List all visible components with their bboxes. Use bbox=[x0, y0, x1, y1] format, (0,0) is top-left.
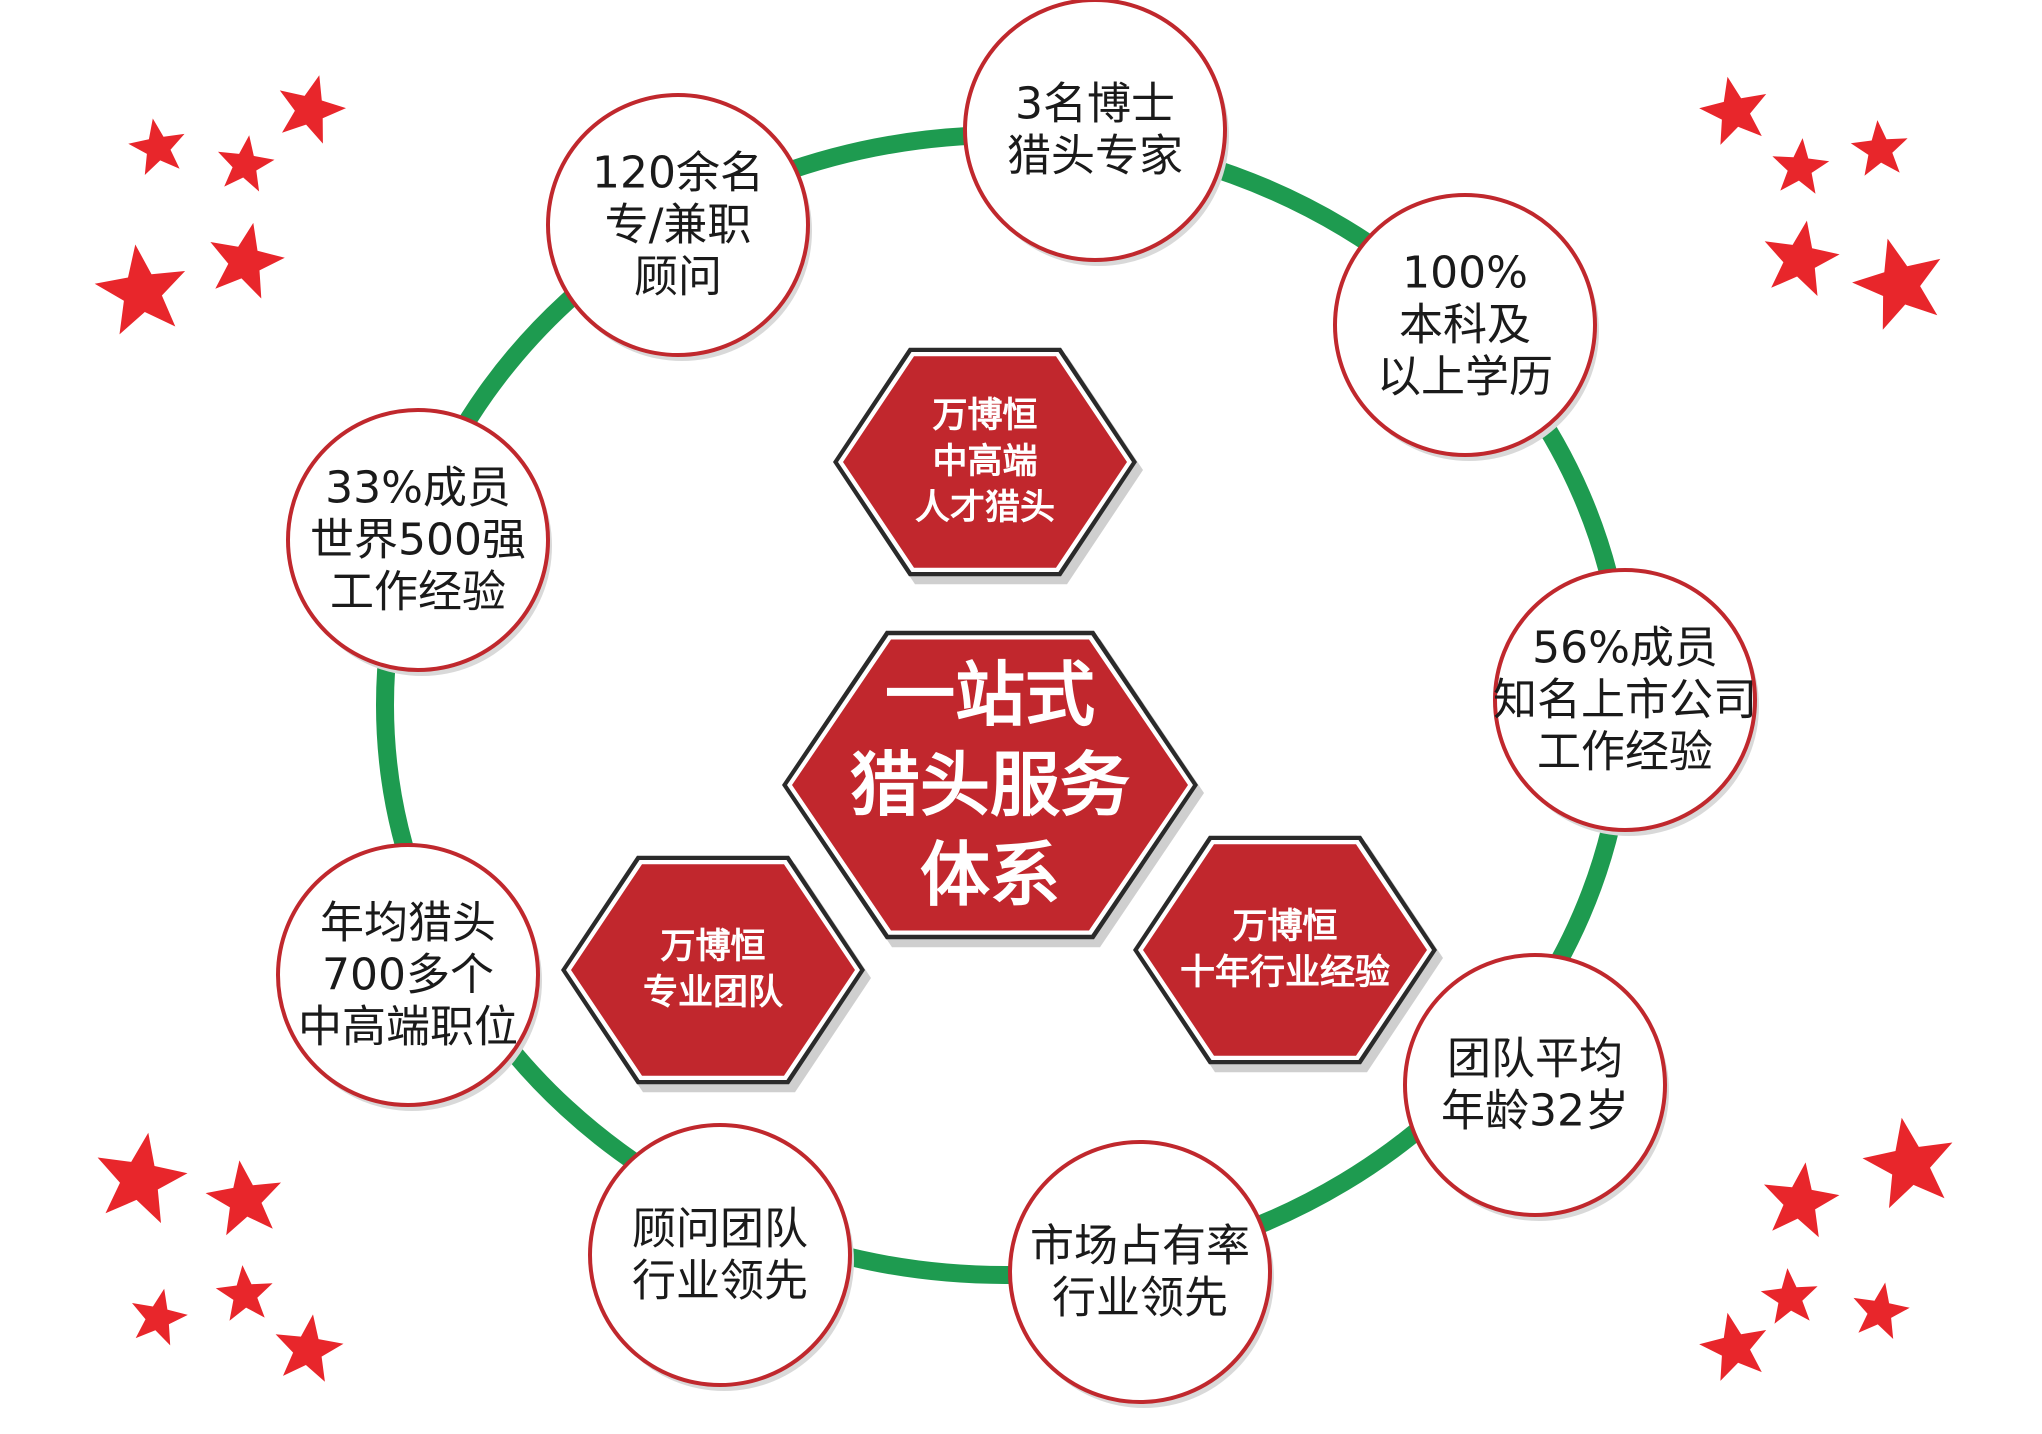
feature-circle-2-text-line-1: 100% bbox=[1402, 248, 1528, 299]
feature-circle-5-outline bbox=[1008, 1140, 1272, 1404]
feature-circle-8-text-line-2: 世界500强 bbox=[310, 515, 526, 566]
feature-circle-5-text-line-1: 市场占有率 bbox=[1030, 1221, 1250, 1272]
feature-circle-8-outline bbox=[286, 408, 550, 672]
center-hexagon-fill bbox=[792, 639, 1188, 931]
red-star-icon bbox=[1852, 238, 1941, 330]
feature-circle-6-text-line-2: 行业领先 bbox=[632, 1256, 808, 1307]
feature-circle-3-outline bbox=[1493, 568, 1757, 832]
center-hexagon-text-line-3: 体系 bbox=[920, 834, 1060, 916]
feature-circle-7-text-line-2: 700多个 bbox=[322, 950, 494, 1001]
hexagon-1-fill bbox=[843, 356, 1127, 568]
red-star-icon bbox=[1764, 220, 1840, 296]
red-star-icon bbox=[1853, 1282, 1910, 1339]
hexagon-2-fill bbox=[571, 864, 855, 1076]
hexagon-1-text-line-3: 人才猎头 bbox=[915, 488, 1055, 528]
red-star-icon bbox=[94, 244, 186, 335]
feature-circle-9-text-line-3: 顾问 bbox=[634, 252, 722, 303]
hexagon-1-text-line-2: 中高端 bbox=[932, 442, 1037, 482]
red-star-icon bbox=[1772, 138, 1830, 194]
feature-circle-2-text-line-2: 本科及 bbox=[1399, 300, 1531, 351]
red-star-icon bbox=[1862, 1117, 1953, 1209]
feature-circle-6-outline bbox=[588, 1123, 852, 1387]
red-star-icon bbox=[128, 118, 185, 175]
star-decorations bbox=[94, 75, 1953, 1382]
center-hexagon-text-line-2: 猎头服务 bbox=[850, 744, 1130, 826]
feature-circle-2-text-line-3: 以上学历 bbox=[1377, 352, 1553, 403]
feature-circle-1-outline bbox=[963, 0, 1227, 262]
feature-circle-8-text-line-3: 工作经验 bbox=[330, 567, 506, 618]
red-star-icon bbox=[215, 1265, 273, 1321]
red-star-icon bbox=[205, 1160, 281, 1236]
red-star-icon bbox=[1760, 1268, 1818, 1324]
feature-circle-7-outline bbox=[276, 843, 540, 1107]
feature-circle-2-outline bbox=[1333, 193, 1597, 457]
hexagon-2-text-line-1: 万博恒 bbox=[660, 927, 765, 967]
feature-circle-9-text-line-2: 专/兼职 bbox=[605, 200, 752, 251]
feature-circle-4-text-line-1: 团队平均 bbox=[1447, 1034, 1623, 1085]
red-star-icon bbox=[1699, 1312, 1767, 1381]
feature-circle-3-text-line-1: 56%成员 bbox=[1532, 623, 1718, 674]
feature-circle-7-text-line-1: 年均猎头 bbox=[320, 898, 496, 949]
feature-circle-8-text-line-1: 33%成员 bbox=[325, 463, 511, 514]
center-hexagon-text-line-1: 一站式 bbox=[885, 654, 1095, 736]
red-star-icon bbox=[132, 1288, 188, 1346]
red-star-icon bbox=[1699, 76, 1767, 145]
red-star-icon bbox=[218, 135, 275, 192]
hexagon-3-fill bbox=[1143, 844, 1427, 1056]
red-star-icon bbox=[1850, 120, 1908, 176]
feature-circle-9-outline bbox=[546, 93, 810, 357]
feature-circle-4-text-line-2: 年龄32岁 bbox=[1441, 1086, 1629, 1137]
hexagon-2-text-line-2: 专业团队 bbox=[643, 973, 784, 1013]
red-star-icon bbox=[210, 222, 285, 299]
feature-circle-1-text-line-2: 猎头专家 bbox=[1007, 131, 1183, 182]
feature-circle-5-text-line-2: 行业领先 bbox=[1052, 1273, 1228, 1324]
hexagon-3-text-line-2: 十年行业经验 bbox=[1180, 953, 1390, 993]
red-star-icon bbox=[275, 1314, 344, 1382]
red-star-icon bbox=[279, 75, 346, 144]
feature-circle-4-outline bbox=[1403, 953, 1667, 1217]
hexagon-3-text-line-1: 万博恒 bbox=[1232, 907, 1337, 947]
feature-circle-9-text-line-1: 120余名 bbox=[592, 148, 764, 199]
red-star-icon bbox=[1764, 1162, 1840, 1238]
feature-circles: 3名博士猎头专家100%本科及以上学历56%成员知名上市公司工作经验团队平均年龄… bbox=[276, 0, 1759, 1408]
red-star-icon bbox=[97, 1132, 188, 1224]
feature-circle-3-text-line-3: 工作经验 bbox=[1537, 727, 1713, 778]
hexagon-1-text-line-1: 万博恒 bbox=[932, 396, 1037, 436]
feature-circle-7-text-line-3: 中高端职位 bbox=[298, 1002, 518, 1053]
feature-circle-3-text-line-2: 知名上市公司 bbox=[1493, 675, 1757, 726]
feature-circle-6-text-line-1: 顾问团队 bbox=[632, 1204, 808, 1255]
feature-circle-1-text-line-1: 3名博士 bbox=[1015, 79, 1175, 130]
